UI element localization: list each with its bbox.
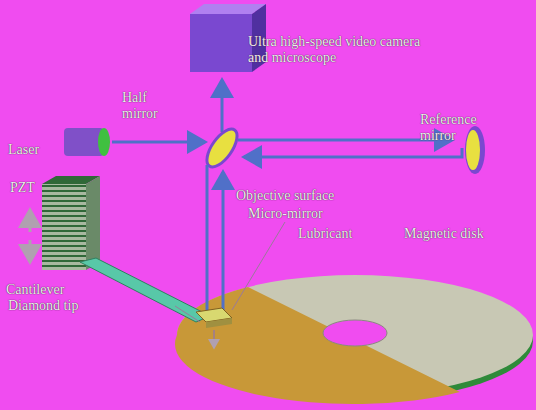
part-label: Micro-mirror bbox=[248, 206, 368, 222]
half-mirror bbox=[201, 124, 243, 172]
reference-mirror bbox=[465, 126, 485, 174]
part-label: Cantilever bbox=[6, 282, 86, 298]
light-path bbox=[221, 80, 224, 132]
light-path bbox=[207, 165, 223, 316]
leader-line bbox=[232, 222, 285, 310]
leader-line bbox=[175, 306, 200, 322]
part-label: Reference mirror bbox=[420, 112, 510, 144]
part-label: Magnetic disk bbox=[404, 226, 514, 242]
pzt-stack bbox=[42, 176, 100, 270]
light-path bbox=[238, 139, 452, 142]
motion-arrow bbox=[29, 210, 32, 232]
part-label: Lubricant bbox=[298, 226, 388, 242]
light-path bbox=[112, 141, 205, 144]
part-label: Ultra high-speed video camera and micros… bbox=[248, 34, 438, 66]
micro-mirror bbox=[206, 318, 232, 328]
part-label: Diamond tip bbox=[8, 298, 108, 314]
magnetic-disk bbox=[175, 275, 533, 404]
part-label: Objective surface bbox=[236, 188, 376, 204]
part-label: Laser bbox=[8, 142, 68, 158]
laser-source bbox=[64, 128, 110, 156]
motion-arrow bbox=[29, 240, 32, 262]
part-label: Half mirror bbox=[122, 90, 182, 122]
part-label: PZT bbox=[10, 180, 50, 196]
gap-arrow bbox=[213, 330, 215, 348]
cantilever-beam bbox=[80, 258, 210, 322]
light-path bbox=[244, 148, 462, 157]
